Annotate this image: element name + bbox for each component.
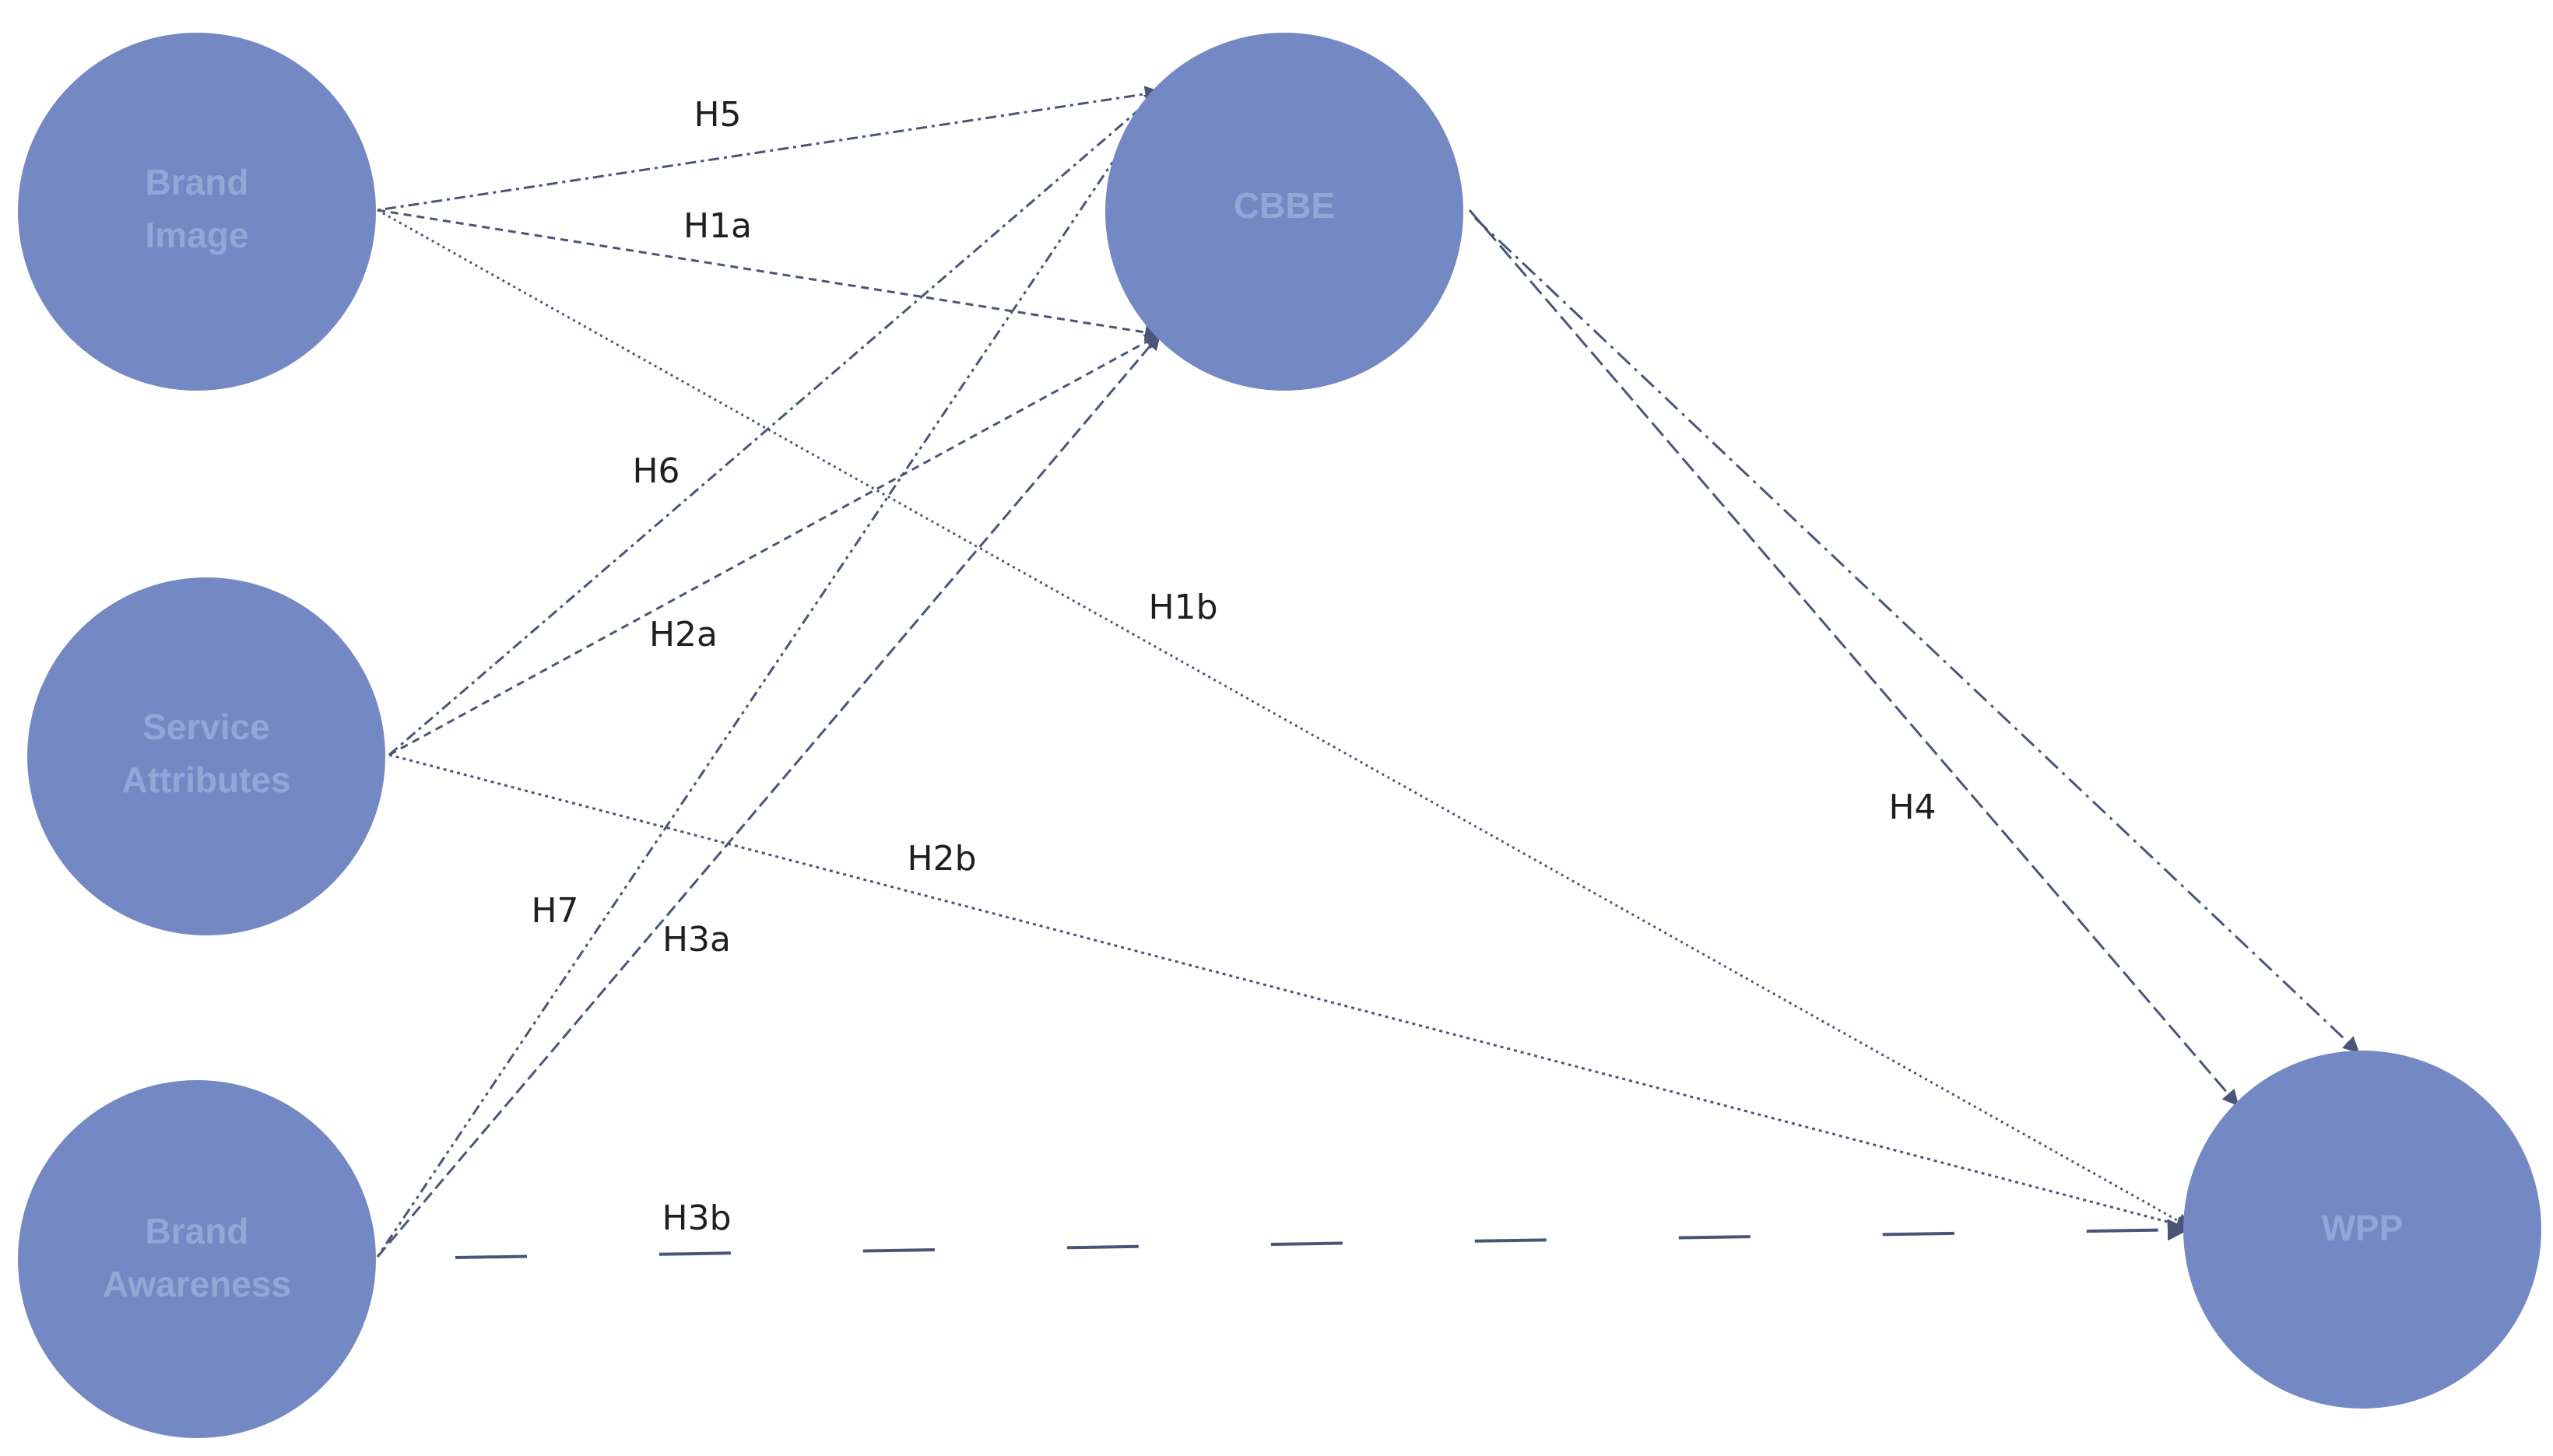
label-h1b: H1b [1148,588,1217,627]
label-h5: H5 [694,95,741,135]
edge-h3a [376,333,1161,1258]
hypothesis-labels: H5 H1a H6 H2a H1b H2b H7 H3a H4 H3b [531,95,1936,1238]
edge-h1b [377,209,2193,1230]
node-cbbe: CBBE [1105,33,1463,391]
cbbe-label: CBBE [1234,185,1335,226]
node-brand-image: Brand Image [18,33,376,391]
edge-h2b [388,753,2193,1233]
service-attributes-label-line2: Attributes [121,760,290,800]
brand-image-label-line1: Brand [146,162,249,202]
label-h2a: H2a [649,615,718,654]
edge-h1a [377,209,1162,341]
brand-awareness-label-line1: Brand [146,1211,249,1251]
edge-h4-b [1473,216,2360,1054]
wpp-label: WPP [2322,1208,2404,1248]
edge-h5 [377,86,1162,212]
brand-awareness-label-line2: Awareness [103,1264,291,1304]
node-brand-awareness: Brand Awareness [18,1080,376,1438]
label-h2b: H2b [907,839,976,879]
edge-h3b [455,1219,2190,1259]
label-h4: H4 [1888,788,1936,827]
node-service-attributes: Service Attributes [27,577,385,935]
edge-h7 [376,90,1161,1258]
label-h6: H6 [632,451,680,491]
edge-h2a [388,333,1161,756]
edges [376,86,2360,1259]
label-h1a: H1a [683,206,752,246]
edge-h6 [388,90,1161,756]
node-wpp: WPP [2183,1051,2541,1409]
service-attributes-label-line1: Service [142,707,270,747]
edge-h4-a [1468,209,2239,1107]
label-h7: H7 [531,891,578,931]
label-h3b: H3b [662,1198,731,1238]
label-h3a: H3a [662,920,731,960]
brand-image-label-line2: Image [146,215,249,255]
